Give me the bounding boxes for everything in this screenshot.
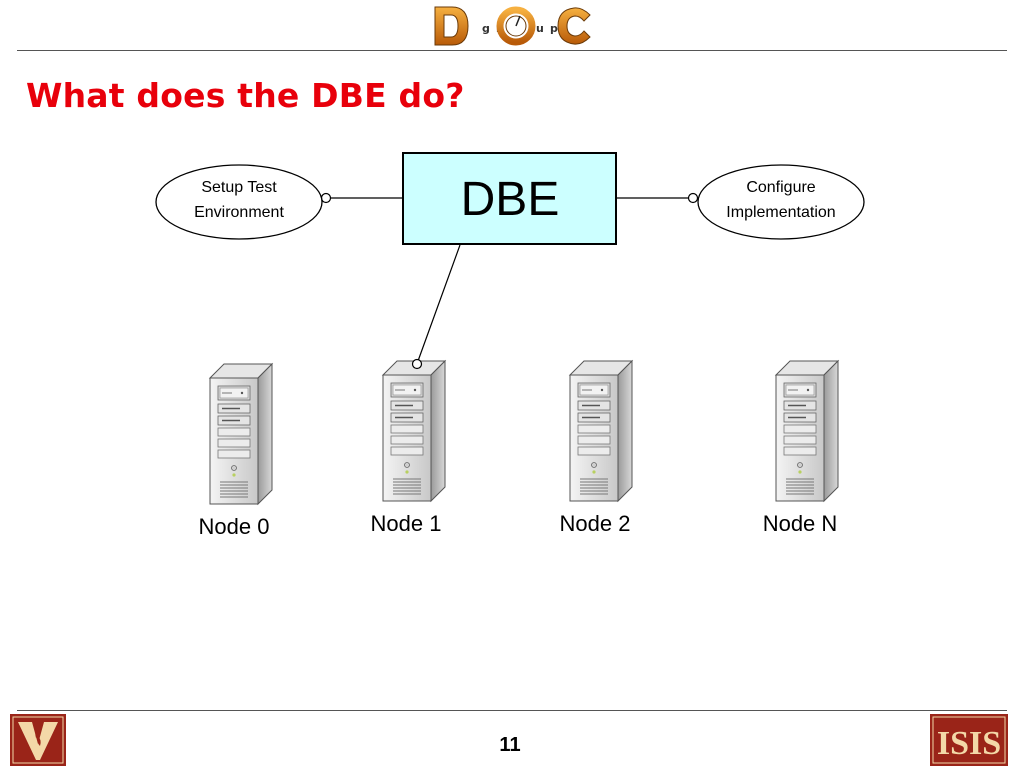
use-case-configure-line2: Implementation [726,204,835,221]
use-case-configure-line1: Configure [746,179,815,196]
node-n-server-icon [775,360,839,502]
node-1-server-icon [382,360,446,502]
connector-port-right [687,192,699,204]
footer-divider [17,710,1007,711]
node-2-server-icon [569,360,633,502]
logo-letter-u: u [536,22,544,35]
dbe-label: DBE [461,173,560,226]
use-case-setup-line2: Environment [194,204,284,221]
logo-letter-p: p [550,22,558,35]
node-1-label: Node 1 [371,511,442,536]
page-number: 11 [499,734,521,756]
isis-logo-text: ISIS [937,725,1001,762]
connector-dbe-to-node1 [417,244,461,362]
dbe-box [402,152,617,245]
doc-group-logo: g r u p [434,6,591,46]
use-case-setup-line1: Setup Test [201,179,277,196]
use-case-setup-test-environment [155,164,323,240]
connector-port-left [320,192,332,204]
node-0-label: Node 0 [199,514,270,539]
use-case-configure-implementation [697,164,865,240]
logo-letter-g: g [482,22,490,35]
slide-title: What does the DBE do? [26,76,465,115]
node-2-label: Node 2 [560,511,631,536]
node-n-label: Node N [763,511,838,536]
connector-port-node1 [411,358,423,370]
node-0-server-icon [209,363,273,505]
isis-logo: ISIS [930,714,1008,766]
header-divider [17,50,1007,51]
vanderbilt-logo [10,714,66,766]
